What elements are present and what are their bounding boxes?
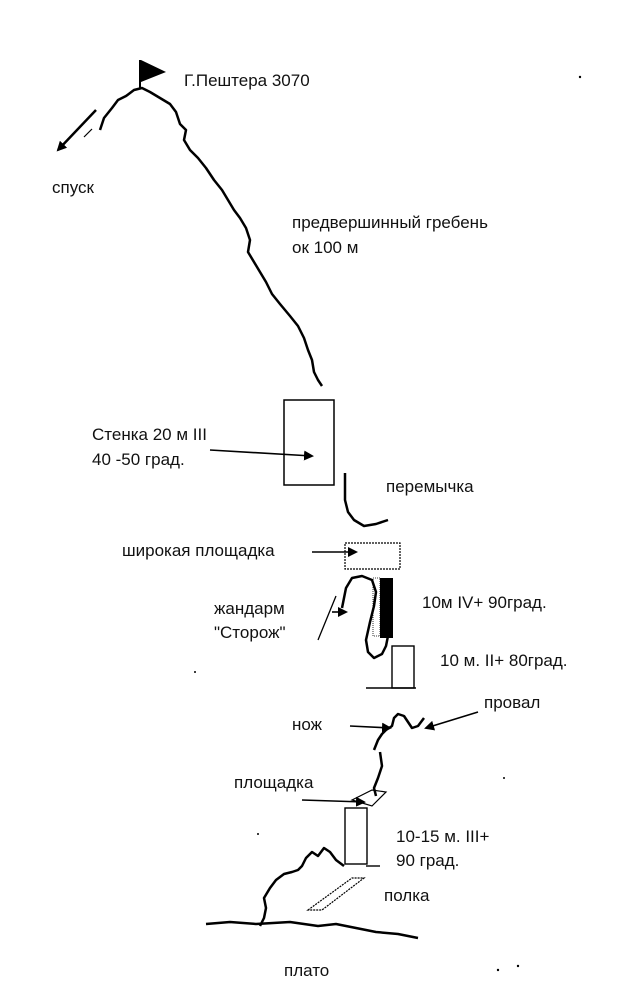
saddle-line [343,473,389,528]
pitch-10m-ii-box [391,645,415,689]
gendarme-label-line1: жандарм [214,599,285,618]
pitch-10-15m-label-line2: 90 град. [396,851,460,870]
wall-arrow [209,449,314,461]
shelf-shape [306,877,366,911]
knife-arrow [349,722,392,733]
platform-shape [350,789,388,807]
wall-section-box [283,399,335,486]
pitch-10m-iv-bar [380,578,393,638]
pitch-10m-iv-edge [372,577,381,637]
knife-label: нож [292,715,323,734]
pitch-10-15m-label-line1: 10-15 м. III+ [396,827,490,846]
descent-arrow [56,109,97,152]
summit-label: Г.Пештера 3070 [184,71,310,90]
summit-flag-icon [139,60,166,88]
lower-slope-line [258,846,345,927]
wide-platform-label: широкая площадка [122,541,275,560]
ridge-label-line1: предвершинный гребень [292,213,488,232]
pitch-10m-iv-label: 10м IV+ 90град. [422,593,547,612]
ridge-label-line2: ок 100 м [292,238,359,257]
pitch-10-15m-box [344,807,368,865]
saddle-label: перемычка [386,477,474,496]
wide-platform-box [344,542,401,570]
descent-label: спуск [52,178,94,197]
wall-label-line1: Стенка 20 м III [92,425,207,444]
gap-label: провал [484,693,541,712]
gendarme-pointer [317,595,337,641]
summit-ridge-line [98,86,324,387]
pitch-10m-ii-label: 10 м. II+ 80град. [440,651,568,670]
platform-label: площадка [234,773,314,792]
lower-ridge-line [372,751,384,797]
wall-label-line2: 40 -50 град. [92,450,185,469]
platform-arrow [301,796,366,807]
gendarme-outline [340,574,390,660]
gendarme-label-line2: "Сторож" [214,623,286,642]
scan-specks [194,75,582,972]
shelf-label: полка [384,886,430,905]
knife-ridge-line [372,712,425,751]
gap-arrow [424,711,479,731]
plateau-label: плато [284,961,330,980]
plateau-line [205,920,419,940]
descent-tick [83,128,93,138]
